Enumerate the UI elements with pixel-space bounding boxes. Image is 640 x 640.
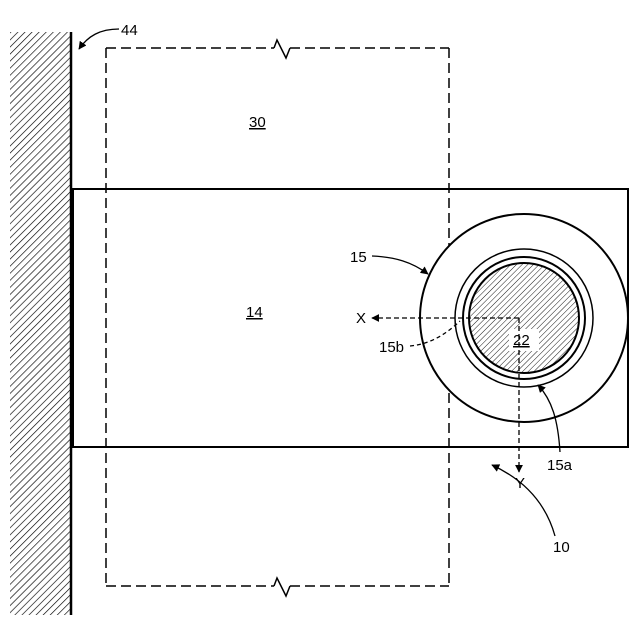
wall-44 bbox=[10, 32, 71, 615]
label-30: 30 bbox=[249, 114, 266, 131]
label-15: 15 bbox=[350, 249, 367, 266]
label-44: 44 bbox=[121, 22, 138, 39]
label-22: 22 bbox=[513, 332, 530, 349]
label-15b: 15b bbox=[379, 339, 404, 356]
top-break-mark bbox=[274, 40, 290, 58]
label-10: 10 bbox=[553, 539, 570, 556]
bottom-break-mark bbox=[274, 578, 290, 596]
leader-15 bbox=[372, 256, 428, 274]
label-14: 14 bbox=[246, 304, 263, 321]
wall-hatching bbox=[10, 32, 71, 615]
label-x-axis: X bbox=[356, 310, 366, 327]
label-y-axis: Y bbox=[515, 475, 525, 492]
leader-44 bbox=[79, 29, 119, 49]
label-15a: 15a bbox=[547, 457, 573, 474]
